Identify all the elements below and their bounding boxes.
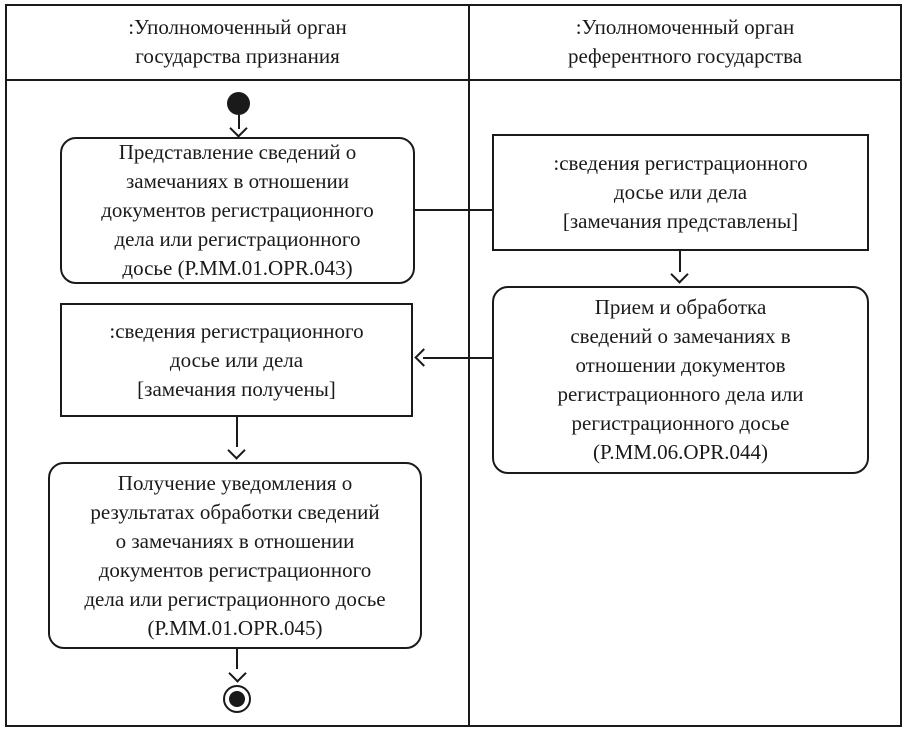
flow-submit-to-object xyxy=(415,209,492,211)
object-remarks-received-label: :сведения регистрационного досье или дел… xyxy=(109,318,364,401)
object-remarks-received: :сведения регистрационного досье или дел… xyxy=(60,303,413,417)
activity-submit-remarks: Представление сведений о замечаниях в от… xyxy=(60,137,415,284)
activity-notify-results: Получение уведомления о результатах обра… xyxy=(48,462,422,649)
lane-divider xyxy=(468,4,470,727)
object-remarks-submitted-label: :сведения регистрационного досье или дел… xyxy=(553,151,808,233)
final-node-core xyxy=(229,691,245,707)
activity-notify-results-label: Получение уведомления о результатах обра… xyxy=(84,470,386,640)
activity-process-remarks-label: Прием и обработка сведений о замечаниях … xyxy=(557,295,804,464)
lane-header-referent: :Уполномоченный орган референтного госуд… xyxy=(567,15,803,68)
activity-submit-remarks-label: Представление сведений о замечаниях в от… xyxy=(101,140,374,280)
flow-notify-to-final xyxy=(236,649,238,669)
diagram-frame xyxy=(5,4,902,727)
lane-header-recognition: :Уполномоченный орган государства призна… xyxy=(128,15,347,68)
flow-object-to-process xyxy=(679,251,681,272)
activity-process-remarks: Прием и обработка сведений о замечаниях … xyxy=(492,286,869,474)
flow-start-to-submit xyxy=(238,115,240,129)
flow-process-to-object xyxy=(423,357,492,359)
initial-node xyxy=(227,92,250,115)
flow-object-to-notify xyxy=(236,417,238,447)
lane-header-separator xyxy=(5,79,902,81)
object-remarks-submitted: :сведения регистрационного досье или дел… xyxy=(492,134,869,251)
